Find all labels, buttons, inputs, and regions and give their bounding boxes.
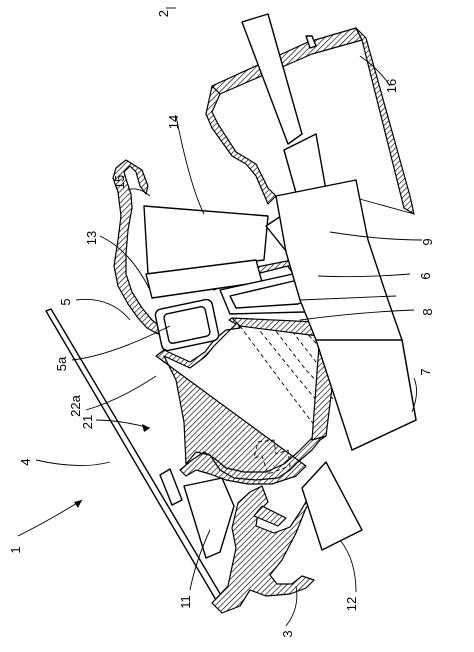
vent-5 [154, 298, 220, 352]
label-3: 3 [280, 630, 295, 637]
label-12: 12 [344, 597, 359, 611]
label-21: 21 [80, 415, 95, 429]
label-16: 16 [384, 79, 399, 93]
label-13: 13 [84, 231, 99, 245]
label-5: 5 [58, 298, 73, 305]
label-4: 4 [18, 458, 33, 465]
duct-16 [205, 27, 415, 215]
label-14: 14 [166, 115, 181, 129]
label-1: 1 [8, 546, 23, 553]
upper-panel [112, 159, 163, 335]
label-fig: 2 [156, 10, 171, 17]
reference-labels: 2 1 3 4 5 5a 6 7 8 9 11 12 13 14 15 16 2… [8, 10, 435, 638]
label-9: 9 [420, 238, 435, 245]
label-5a: 5a [54, 356, 69, 371]
leader-lines [17, 7, 423, 627]
box-14 [143, 205, 269, 275]
label-15: 15 [112, 175, 127, 189]
windshield-glass [45, 308, 223, 601]
box-11 [183, 477, 235, 559]
label-22a: 22a [68, 394, 83, 416]
label-7: 7 [418, 368, 433, 375]
label-8: 8 [420, 308, 435, 315]
box-12 [301, 461, 363, 551]
label-11: 11 [178, 595, 193, 609]
label-6: 6 [418, 272, 433, 279]
